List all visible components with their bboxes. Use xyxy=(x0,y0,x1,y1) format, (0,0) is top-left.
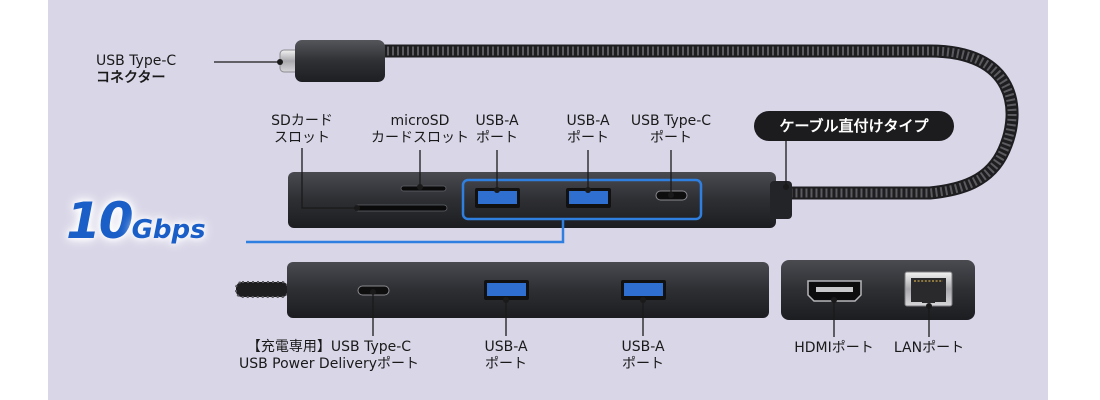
lan-port xyxy=(904,271,953,307)
usba-port-bottom-2 xyxy=(621,280,666,300)
sd-card-slot xyxy=(354,204,448,212)
microsd-slot xyxy=(400,185,447,192)
speed-highlight-box xyxy=(461,178,703,221)
leader-lines xyxy=(214,61,930,337)
usba-port-top-1 xyxy=(475,188,520,208)
speed-leader-line xyxy=(246,219,565,244)
usbc-top-label: USB Type-C ポート xyxy=(630,113,712,146)
speed-unit: Gbps xyxy=(131,215,206,245)
usba-top-2-label: USB-A ポート xyxy=(566,113,610,146)
usbc-connector xyxy=(279,40,385,82)
pd-port-label: 【充電専用】USB Type-C USB Power Deliveryポート xyxy=(238,339,420,372)
speed-number: 10 xyxy=(66,192,134,250)
usbc-connector-label: USB Type-C コネクター xyxy=(96,53,177,86)
usba-bottom-2-label: USB-A ポート xyxy=(621,339,665,372)
sd-slot-label: SDカード スロット xyxy=(271,113,333,146)
usba-port-bottom-1 xyxy=(484,280,529,300)
leader-dots xyxy=(277,59,932,309)
lan-port-label: LANポート xyxy=(893,340,965,356)
usba-top-1-label: USB-A ポート xyxy=(475,113,519,146)
usba-port-top-2 xyxy=(566,188,611,208)
microsd-slot-label: microSD カードスロット xyxy=(371,113,469,146)
hdmi-port-label: HDMIポート xyxy=(794,340,874,356)
cable-badge: ケーブル直付けタイプ xyxy=(754,111,954,141)
hdmi-port xyxy=(807,280,862,302)
speed-callout: 10Gbps xyxy=(66,192,206,250)
usba-bottom-1-label: USB-A ポート xyxy=(484,339,528,372)
